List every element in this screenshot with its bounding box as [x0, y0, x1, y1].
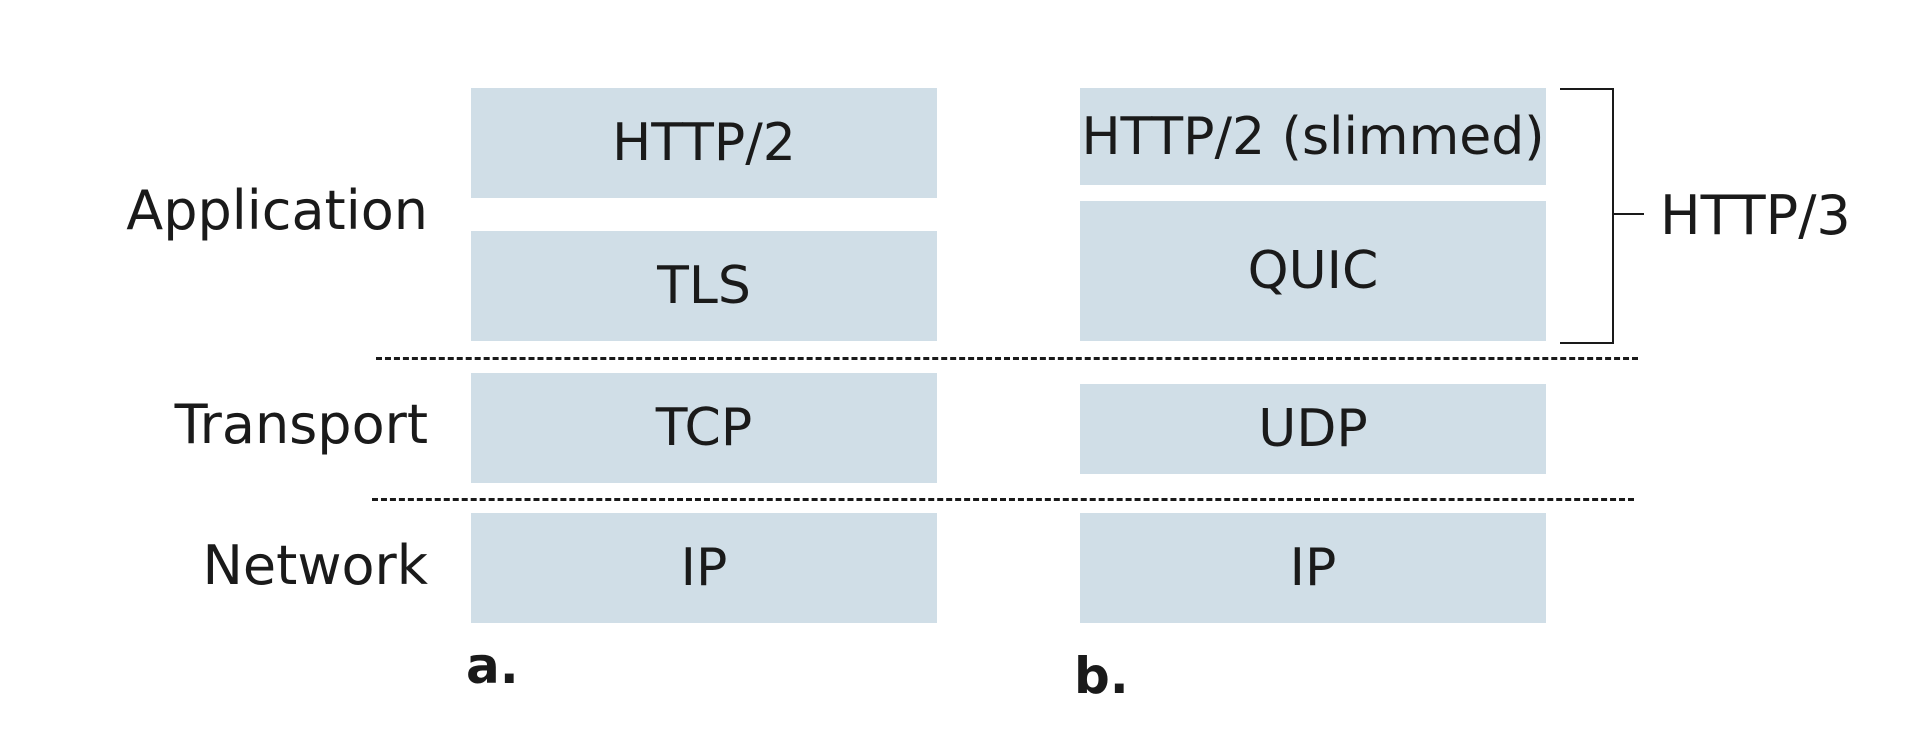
box-a-http2: HTTP/2	[471, 88, 937, 198]
box-b-udp: UDP	[1080, 384, 1546, 474]
box-b-quic-label: QUIC	[1247, 241, 1379, 301]
box-b-ip: IP	[1080, 513, 1546, 623]
layer-label-application: Application	[126, 179, 428, 242]
box-b-quic: QUIC	[1080, 201, 1546, 341]
dashed-separator-transport-network	[372, 498, 1634, 501]
box-a-tcp: TCP	[471, 373, 937, 483]
box-b-udp-label: UDP	[1258, 399, 1368, 459]
http3-bracket	[1560, 88, 1614, 344]
box-a-http2-label: HTTP/2	[612, 113, 796, 173]
box-a-ip-label: IP	[680, 538, 728, 598]
box-b-http2-slimmed: HTTP/2 (slimmed)	[1080, 88, 1546, 185]
panel-label-b: b.	[1074, 647, 1129, 705]
box-a-tls-label: TLS	[657, 256, 751, 316]
box-b-ip-label: IP	[1289, 538, 1337, 598]
box-a-ip: IP	[471, 513, 937, 623]
http3-bracket-tick	[1612, 213, 1644, 215]
box-a-tls: TLS	[471, 231, 937, 341]
dashed-separator-application-transport	[376, 357, 1638, 360]
layer-label-transport: Transport	[174, 393, 428, 456]
panel-label-a: a.	[466, 637, 519, 695]
box-a-tcp-label: TCP	[655, 398, 753, 458]
layer-label-network: Network	[202, 534, 428, 597]
box-b-http2-slimmed-label: HTTP/2 (slimmed)	[1081, 106, 1545, 167]
http3-label: HTTP/3	[1660, 184, 1851, 247]
